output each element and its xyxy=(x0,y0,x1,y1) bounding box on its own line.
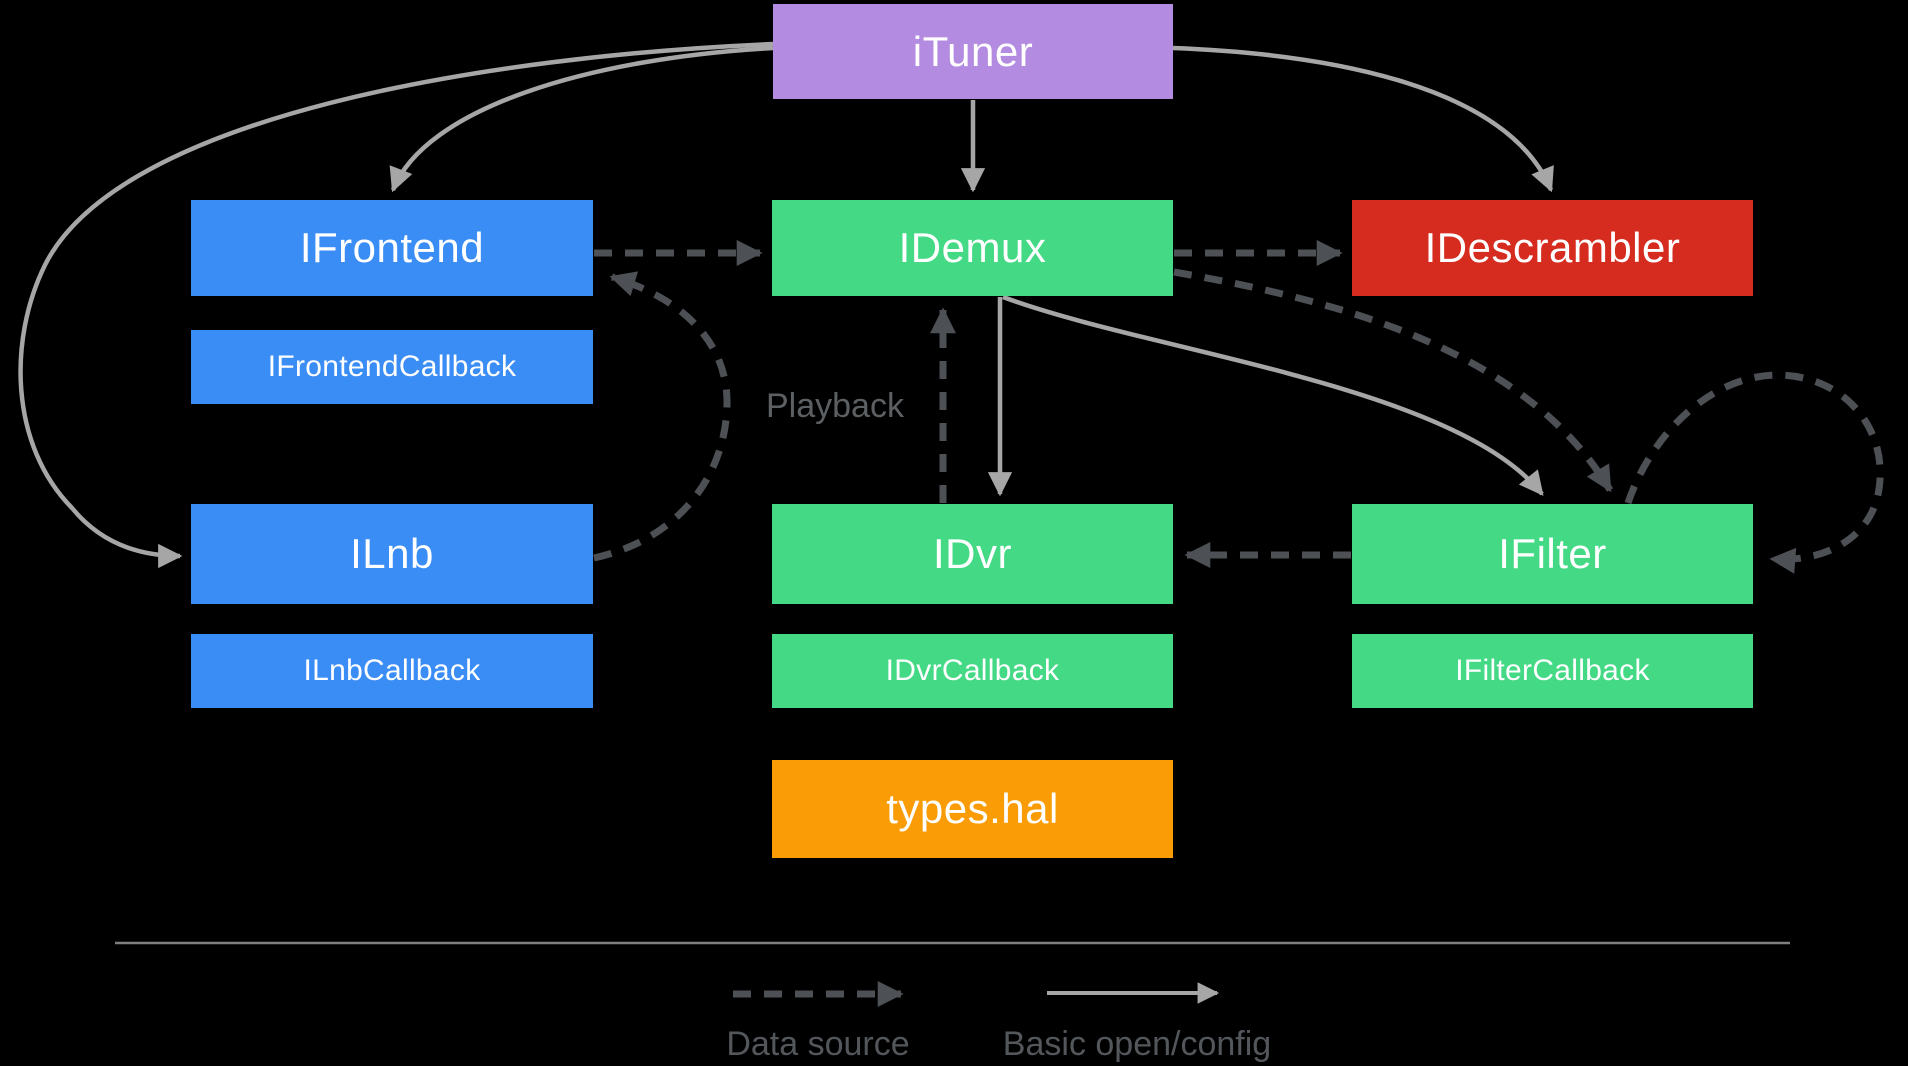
playback-edge-label: Playback xyxy=(766,387,904,425)
node-types-hal-label: types.hal xyxy=(886,785,1059,832)
node-ilnb-callback-label: ILnbCallback xyxy=(303,654,481,687)
node-ilnb: ILnb xyxy=(191,504,593,604)
node-ifrontend-callback-label: IFrontendCallback xyxy=(267,350,517,383)
node-ilnb-label: ILnb xyxy=(350,530,434,577)
arrow-ituner-to-ifrontend xyxy=(389,45,774,193)
node-ilnb-callback: ILnbCallback xyxy=(191,634,593,708)
node-idescrambler: IDescrambler xyxy=(1352,200,1753,296)
node-ifrontend-label: IFrontend xyxy=(299,224,485,271)
node-idvr: IDvr xyxy=(772,504,1173,604)
node-idvr-callback: IDvrCallback xyxy=(772,634,1173,708)
node-ifrontend-callback: IFrontendCallback xyxy=(191,330,593,404)
legend-basic-open-config-label: Basic open/config xyxy=(1002,1025,1272,1063)
node-idvr-label: IDvr xyxy=(933,530,1012,577)
legend-data-source-label: Data source xyxy=(726,1025,910,1063)
node-ifrontend: IFrontend xyxy=(191,200,593,296)
node-ifilter-label: IFilter xyxy=(1498,530,1607,577)
node-ifilter: IFilter xyxy=(1352,504,1753,604)
node-idemux-label: IDemux xyxy=(898,224,1047,271)
node-idescrambler-label: IDescrambler xyxy=(1424,224,1681,271)
arrow-idemux-to-ifilter-data xyxy=(1173,268,1614,493)
node-ituner-label: iTuner xyxy=(912,27,1034,75)
node-ituner: iTuner xyxy=(773,4,1173,99)
node-idemux: IDemux xyxy=(772,200,1173,296)
node-idvr-callback-label: IDvrCallback xyxy=(885,654,1060,687)
node-ifilter-callback: IFilterCallback xyxy=(1352,634,1753,708)
arrow-idemux-to-ifilter xyxy=(1002,294,1544,496)
arrow-ifilter-self-loop xyxy=(1624,371,1884,574)
arrow-ituner-to-idescrambler xyxy=(1172,45,1554,193)
arrow-ilnb-to-ifrontend xyxy=(593,271,731,562)
node-ifilter-callback-label: IFilterCallback xyxy=(1455,654,1650,687)
node-types-hal: types.hal xyxy=(772,760,1173,858)
arrow-ituner-to-ilnb xyxy=(18,41,774,569)
